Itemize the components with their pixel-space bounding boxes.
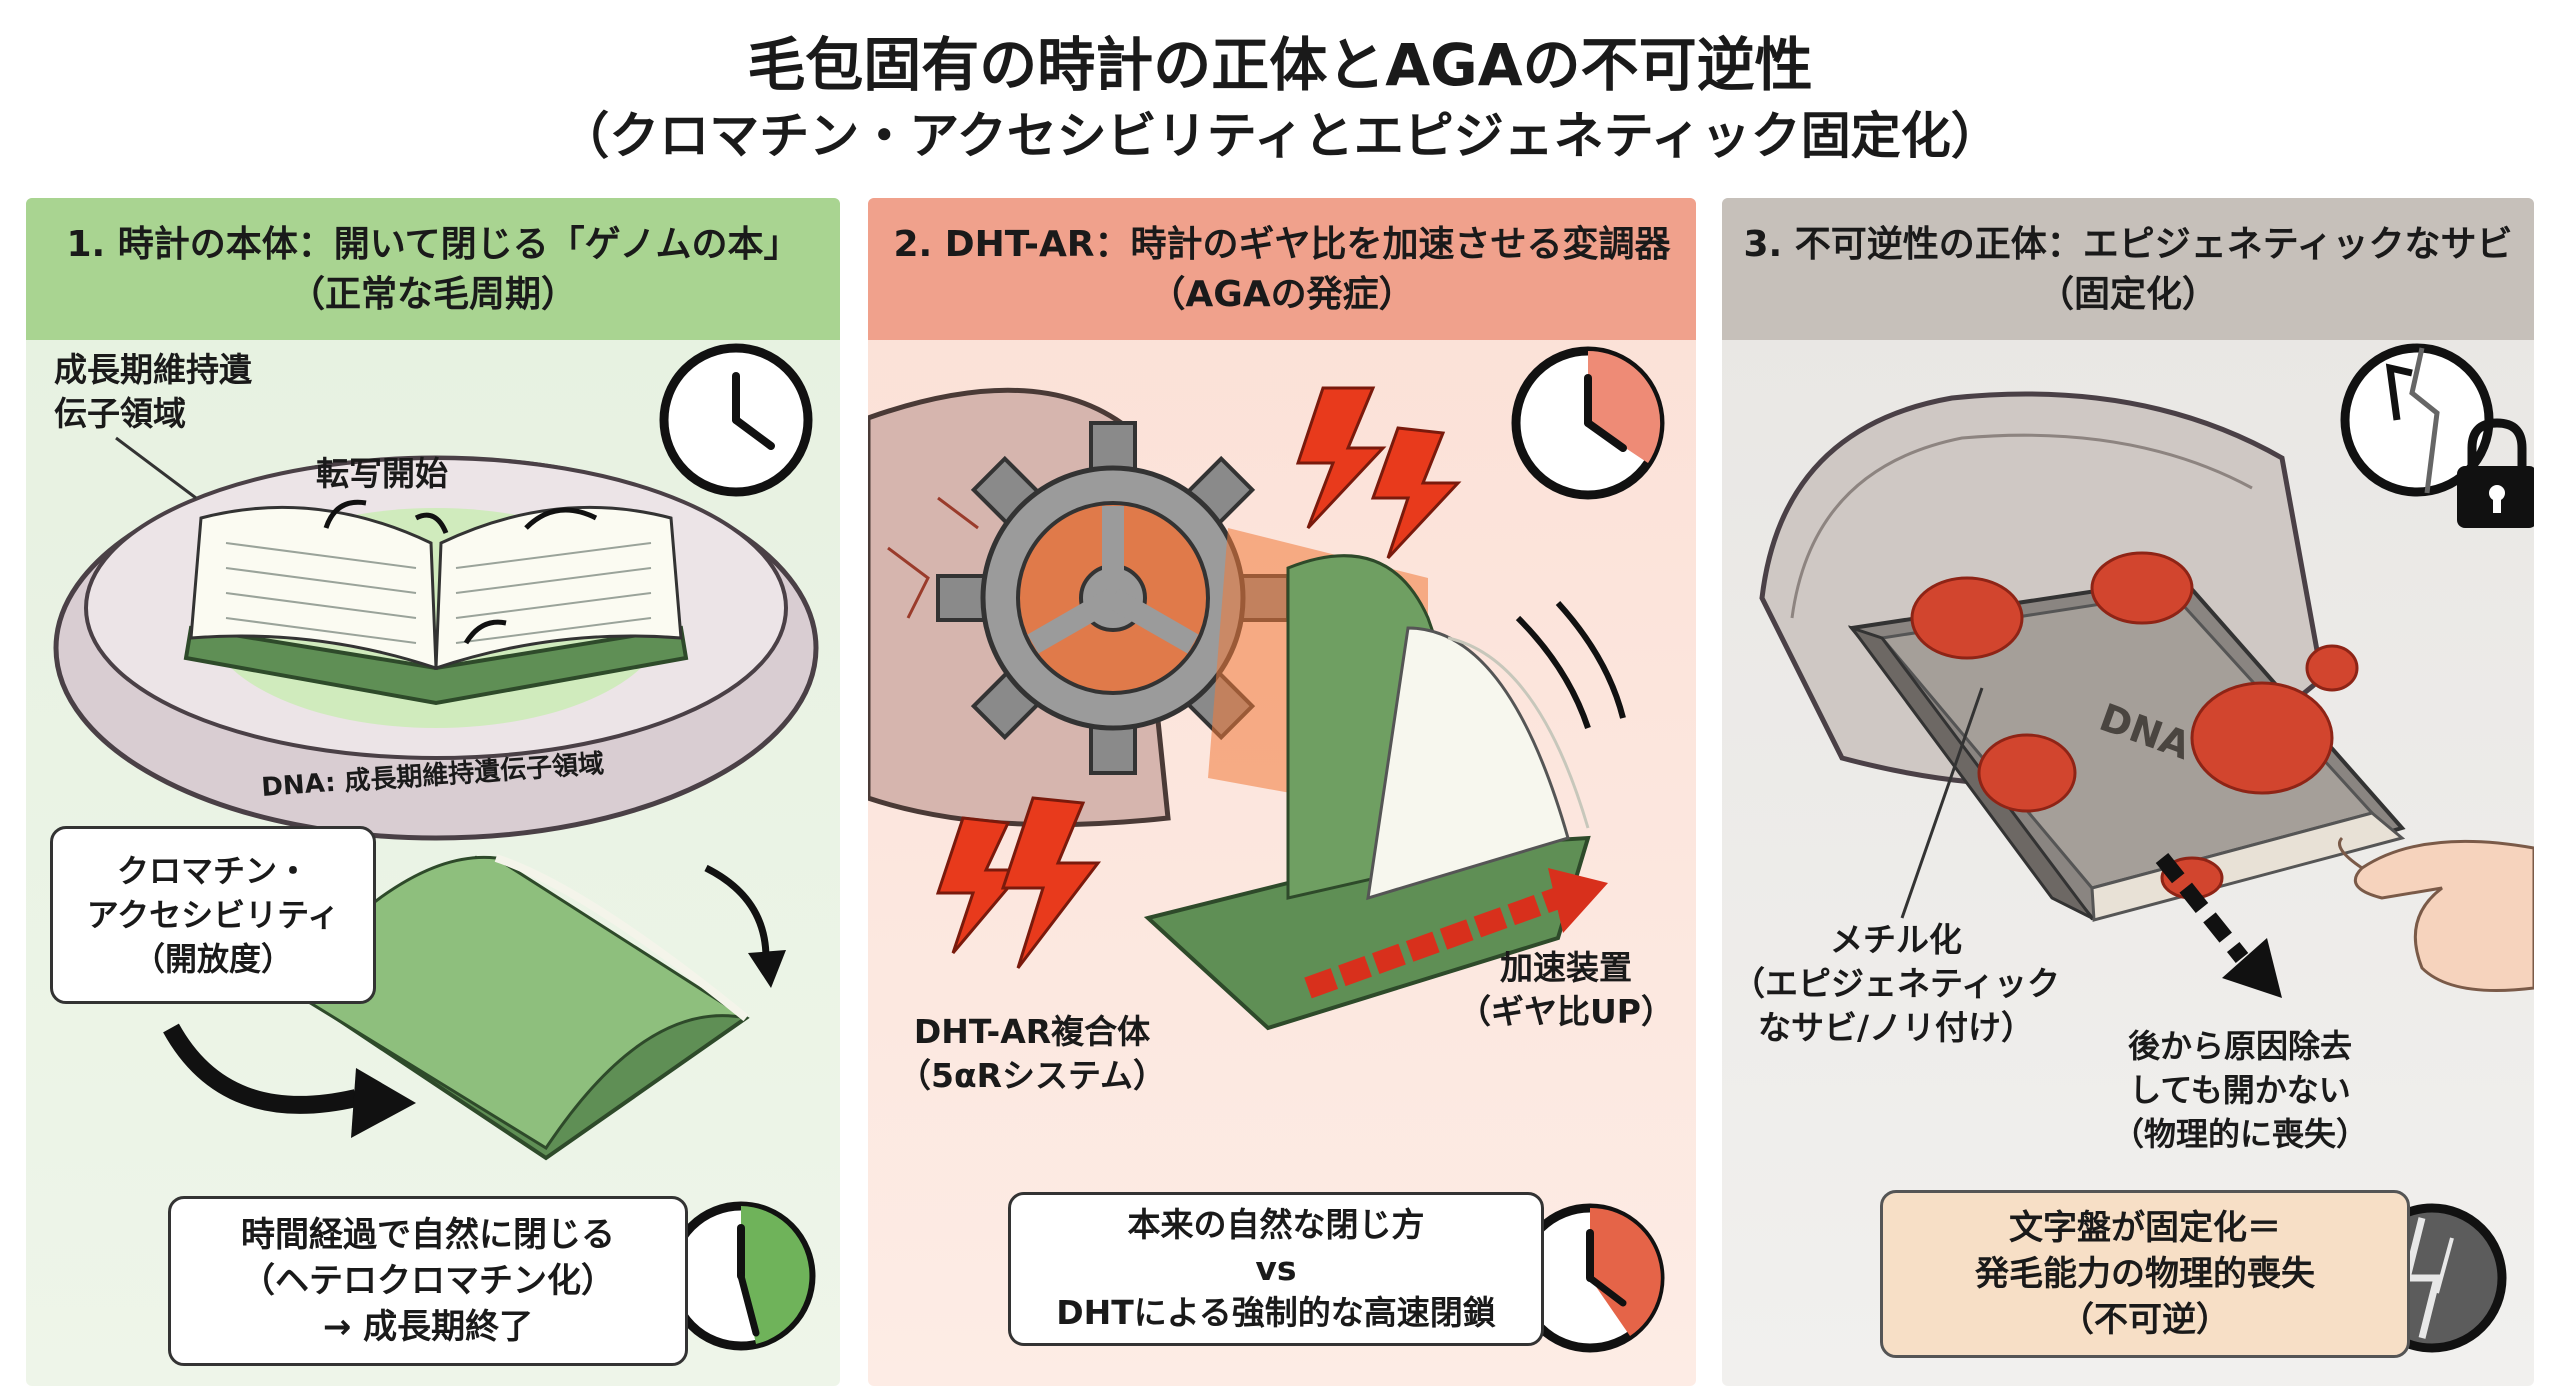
arrow-icon	[323, 499, 598, 645]
label-growth-region: 成長期維持遺 伝子領域	[54, 350, 252, 433]
box-natural-close: 時間経過で自然に閉じる （ヘテロクロマチン化） → 成長期終了	[168, 1196, 688, 1366]
panel2-heading: 2. DHT-AR：時計のギヤ比を加速させる変調器 （AGAの発症）	[868, 198, 1696, 340]
callout-accessibility: クロマチン・ アクセシビリティ （開放度）	[50, 826, 376, 1004]
book-icon	[183, 505, 689, 706]
motion-lines	[1515, 600, 1626, 729]
clock-icon	[659, 343, 813, 497]
panel-dht-ar: 2. DHT-AR：時計のギヤ比を加速させる変調器 （AGAの発症）	[868, 198, 1696, 1386]
book-icon	[1847, 575, 2406, 922]
label-dht-ar-complex: DHT-AR複合体 （5αRシステム）	[898, 1012, 1167, 1095]
lightning-icon	[935, 386, 1462, 969]
panel1-heading: 1. 時計の本体：開いて閉じる「ゲノムの本」 （正常な毛周期）	[26, 198, 840, 340]
label-accelerator: 加速装置 （ギヤ比UP）	[1458, 948, 1674, 1031]
book-icon	[272, 854, 750, 1161]
arrow-icon	[2155, 853, 2282, 998]
book-icon	[1143, 554, 1591, 1031]
methylation-marks	[1910, 551, 2359, 900]
panel-normal-cycle: 1. 時計の本体：開いて閉じる「ゲノムの本」 （正常な毛周期）	[26, 198, 840, 1386]
hand-icon	[2338, 836, 2534, 992]
arrow-icon	[163, 864, 786, 1138]
clock-icon	[1511, 346, 1665, 500]
main-title: 毛包固有の時計の正体とAGAの不可逆性	[747, 31, 1813, 99]
panel1-illustration	[53, 343, 819, 1351]
main-subtitle: （クロマチン・アクセシビリティとエピジェネティック固定化）	[559, 107, 2001, 165]
panel2-illustration	[868, 346, 1665, 1353]
gear-icon	[936, 421, 1290, 775]
label-irreversible-removal: 後から原因除去 しても開かない （物理的に喪失）	[2112, 1027, 2369, 1153]
panel3-illustration: DNA	[1759, 343, 2534, 1353]
arrow-icon	[1304, 868, 1608, 999]
box-fixed-dial: 文字盤が固定化＝ 発毛能力の物理的喪失 （不可逆）	[1880, 1190, 2410, 1358]
box-closing-comparison: 本来の自然な閉じ方 vs DHTによる強制的な高速閉鎖	[1008, 1192, 1544, 1346]
label-transcription: 転写開始	[316, 454, 448, 493]
panel3-heading: 3. 不可逆性の正体：エピジェネティックなサビ （固定化）	[1722, 198, 2534, 340]
clock-icon	[1515, 1203, 1665, 1353]
label-methylation: メチル化 （エピジェネティック なサビ/ノリ付け）	[1732, 920, 2061, 1047]
panel-irreversibility: 3. 不可逆性の正体：エピジェネティックなサビ （固定化） DNA	[1722, 198, 2534, 1386]
lock-icon	[2457, 418, 2534, 528]
clock-icon	[666, 1201, 816, 1351]
